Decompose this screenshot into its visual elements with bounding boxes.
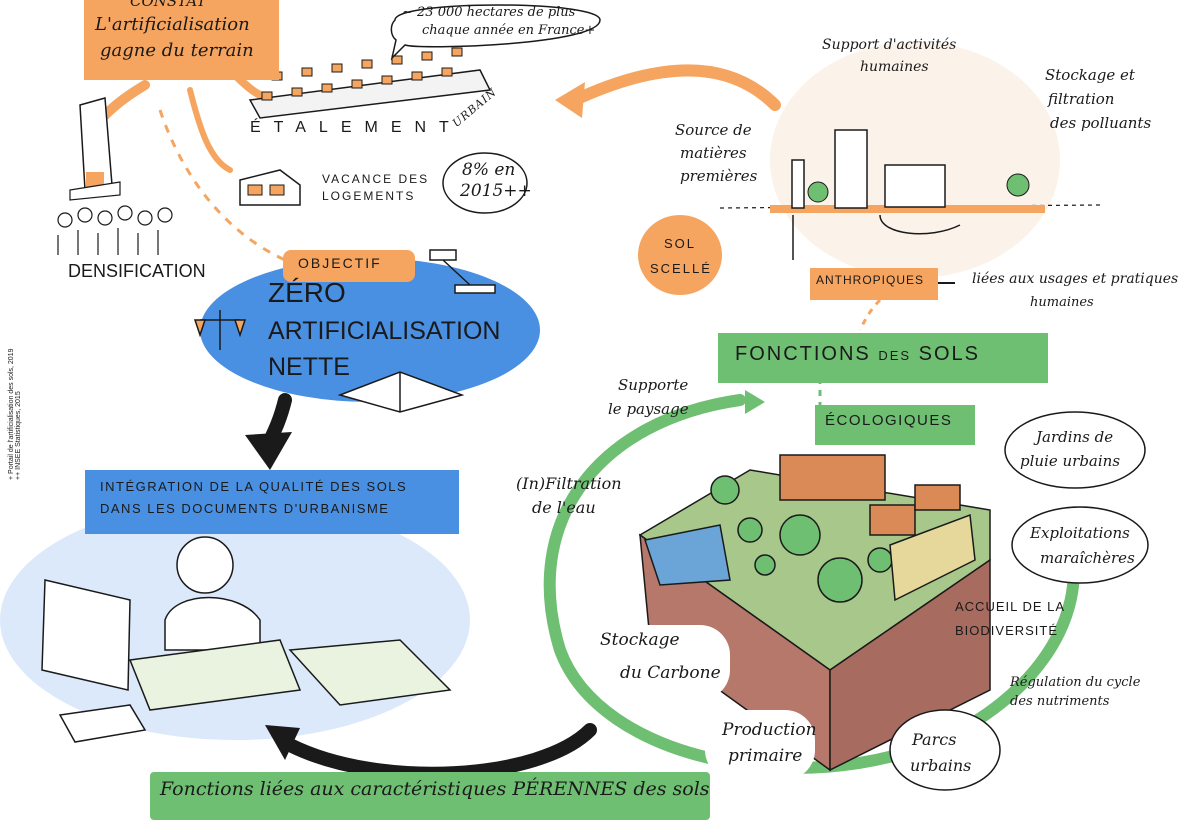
fonctions-label: FONCTIONS DES SOLS xyxy=(735,344,980,365)
objectif-label: OBJECTIF xyxy=(298,255,382,271)
fonctions-word: FONCTIONS xyxy=(735,343,871,365)
eco-regulation-line2: des nutriments xyxy=(1010,694,1110,709)
ecologiques-label: ÉCOLOGIQUES xyxy=(825,412,953,429)
anthropic-source-line3: premières xyxy=(680,167,758,185)
etalement-label: ÉTALEMENT xyxy=(250,119,462,136)
vacance-line1: VACANCE DES xyxy=(322,172,430,186)
black-arrowhead-bottom xyxy=(265,725,300,760)
anthropic-stockage-line2: filtration xyxy=(1048,90,1115,108)
objectif-tag xyxy=(283,250,415,282)
anthropic-stockage-line1: Stockage et xyxy=(1045,66,1135,84)
eco-production-line2: primaire xyxy=(728,746,803,766)
urban-sprawl-illustration xyxy=(248,47,492,119)
anthropic-source-line1: Source de xyxy=(675,121,752,139)
fonctions-sols: SOLS xyxy=(918,343,980,365)
sol-scelle-line1: SOL xyxy=(664,236,697,251)
eco-paysage-line1: Supporte xyxy=(618,376,689,394)
cycle-arrowhead xyxy=(745,390,765,414)
eco-filtration-line1: (In)Filtration xyxy=(516,474,622,493)
anthropic-bubble xyxy=(770,42,1060,278)
eco-jardins-line1: Jardins de xyxy=(1036,428,1114,446)
vacant-house-illustration xyxy=(239,169,301,206)
zan-bubble xyxy=(200,258,540,402)
dashed-line-fonctions xyxy=(858,298,882,331)
bubble-production xyxy=(705,710,815,780)
bubble-hectares-line2: chaque année en France+ xyxy=(422,23,596,38)
sol-scelle-bubble xyxy=(638,215,722,295)
anthropiques-tag xyxy=(810,268,938,300)
ecological-cycle-arrow xyxy=(543,394,1080,774)
ecologiques-tag xyxy=(815,405,975,445)
source-1: + Portail de l'artificialisation des sol… xyxy=(8,348,15,481)
integration-line2: DANS LES DOCUMENTS D'URBANISME xyxy=(100,501,390,516)
black-arrowhead-down xyxy=(245,432,292,470)
constat-line1: L'artificialisation xyxy=(95,14,250,35)
bubble-parcs xyxy=(889,709,1001,791)
anthropiques-desc-line2: humaines xyxy=(1030,295,1094,310)
eco-carbone-line1: Stockage xyxy=(600,630,680,650)
vacance-bubble-line2: 2015++ xyxy=(460,181,532,201)
constat-arrow-right xyxy=(187,87,233,173)
bubble-vacance-shape xyxy=(442,152,528,214)
densification-label: DENSIFICATION xyxy=(68,261,206,281)
fonctions-tag xyxy=(718,333,1048,383)
eco-biodiversite-line2: BIODIVERSITÉ xyxy=(955,623,1059,638)
eco-parcs-line2: urbains xyxy=(910,756,972,775)
eco-biodiversite-line1: ACCUEIL DE LA xyxy=(955,599,1066,614)
eco-regulation-line1: Régulation du cycle xyxy=(1010,675,1141,690)
soil-block-illustration xyxy=(638,454,991,772)
zan-line2: ARTIFICIALISATION xyxy=(268,317,501,345)
constat-line2: gagne du terrain xyxy=(100,40,254,61)
zan-line1: ZÉRO xyxy=(268,277,346,308)
sources-note: + Portail de l'artificialisation des sol… xyxy=(8,349,23,481)
anthropiques-label: ANTHROPIQUES xyxy=(816,273,925,287)
planner-illustration xyxy=(41,536,452,743)
eco-carbone-line2: du Carbone xyxy=(620,663,721,683)
scales-icon xyxy=(193,310,247,350)
constat-tag xyxy=(84,0,279,80)
orange-arrowhead-top xyxy=(555,82,585,118)
vacance-bubble-line1: 8% en xyxy=(462,160,516,180)
anthropic-support-line1: Support d'activités xyxy=(822,37,957,53)
anthropic-stockage-line3: des polluants xyxy=(1050,114,1152,132)
anthropiques-desc-line1: liées aux usages et pratiques xyxy=(972,271,1179,287)
eco-exploitations-line1: Exploitations xyxy=(1030,524,1130,542)
eco-paysage-line2: le paysage xyxy=(608,400,689,418)
bubble-carbone xyxy=(590,625,730,700)
tower-illustration xyxy=(69,97,121,201)
integration-tag xyxy=(85,470,459,534)
bottom-banner-text: Fonctions liées aux caractéristiques PÉR… xyxy=(160,778,710,800)
constat-title: CONSTAT xyxy=(130,0,207,10)
eco-parcs-line1: Parcs xyxy=(912,730,957,749)
eco-exploitations-line2: maraîchères xyxy=(1040,549,1135,567)
bubble-hectares-line1: ~ 23 000 hectares de plus xyxy=(402,5,576,20)
eco-filtration-line2: de l'eau xyxy=(532,498,596,517)
zan-line3: NETTE xyxy=(268,353,350,381)
vacance-line2: LOGEMENTS xyxy=(322,189,416,203)
crowd-illustration xyxy=(57,205,173,255)
fonctions-des: DES xyxy=(878,348,912,363)
source-2: ++ INSEE Statistiques, 2015 xyxy=(15,391,23,480)
sol-scelle-line2: SCELLÉ xyxy=(650,261,712,276)
bubble-jardins xyxy=(1004,411,1146,489)
gavel-icon xyxy=(429,249,496,294)
anthropic-support-line2: humaines xyxy=(860,59,929,75)
eco-jardins-line2: pluie urbains xyxy=(1020,452,1121,470)
bubble-hectares-shape xyxy=(390,4,601,61)
integration-line1: INTÉGRATION DE LA QUALITÉ DES SOLS xyxy=(100,479,408,494)
arrow-paysage xyxy=(710,396,752,407)
black-arrow-bottom xyxy=(283,723,597,781)
dashed-line-objectif xyxy=(158,109,286,262)
infographic-canvas xyxy=(0,4,1149,791)
eco-production-line1: Production xyxy=(722,720,817,740)
bubble-exploitations xyxy=(1011,506,1149,584)
orange-arrow-top xyxy=(569,64,781,111)
book-icon xyxy=(337,371,465,413)
anthropic-illustration xyxy=(719,129,1101,260)
anthropic-source-line2: matières xyxy=(680,144,747,162)
